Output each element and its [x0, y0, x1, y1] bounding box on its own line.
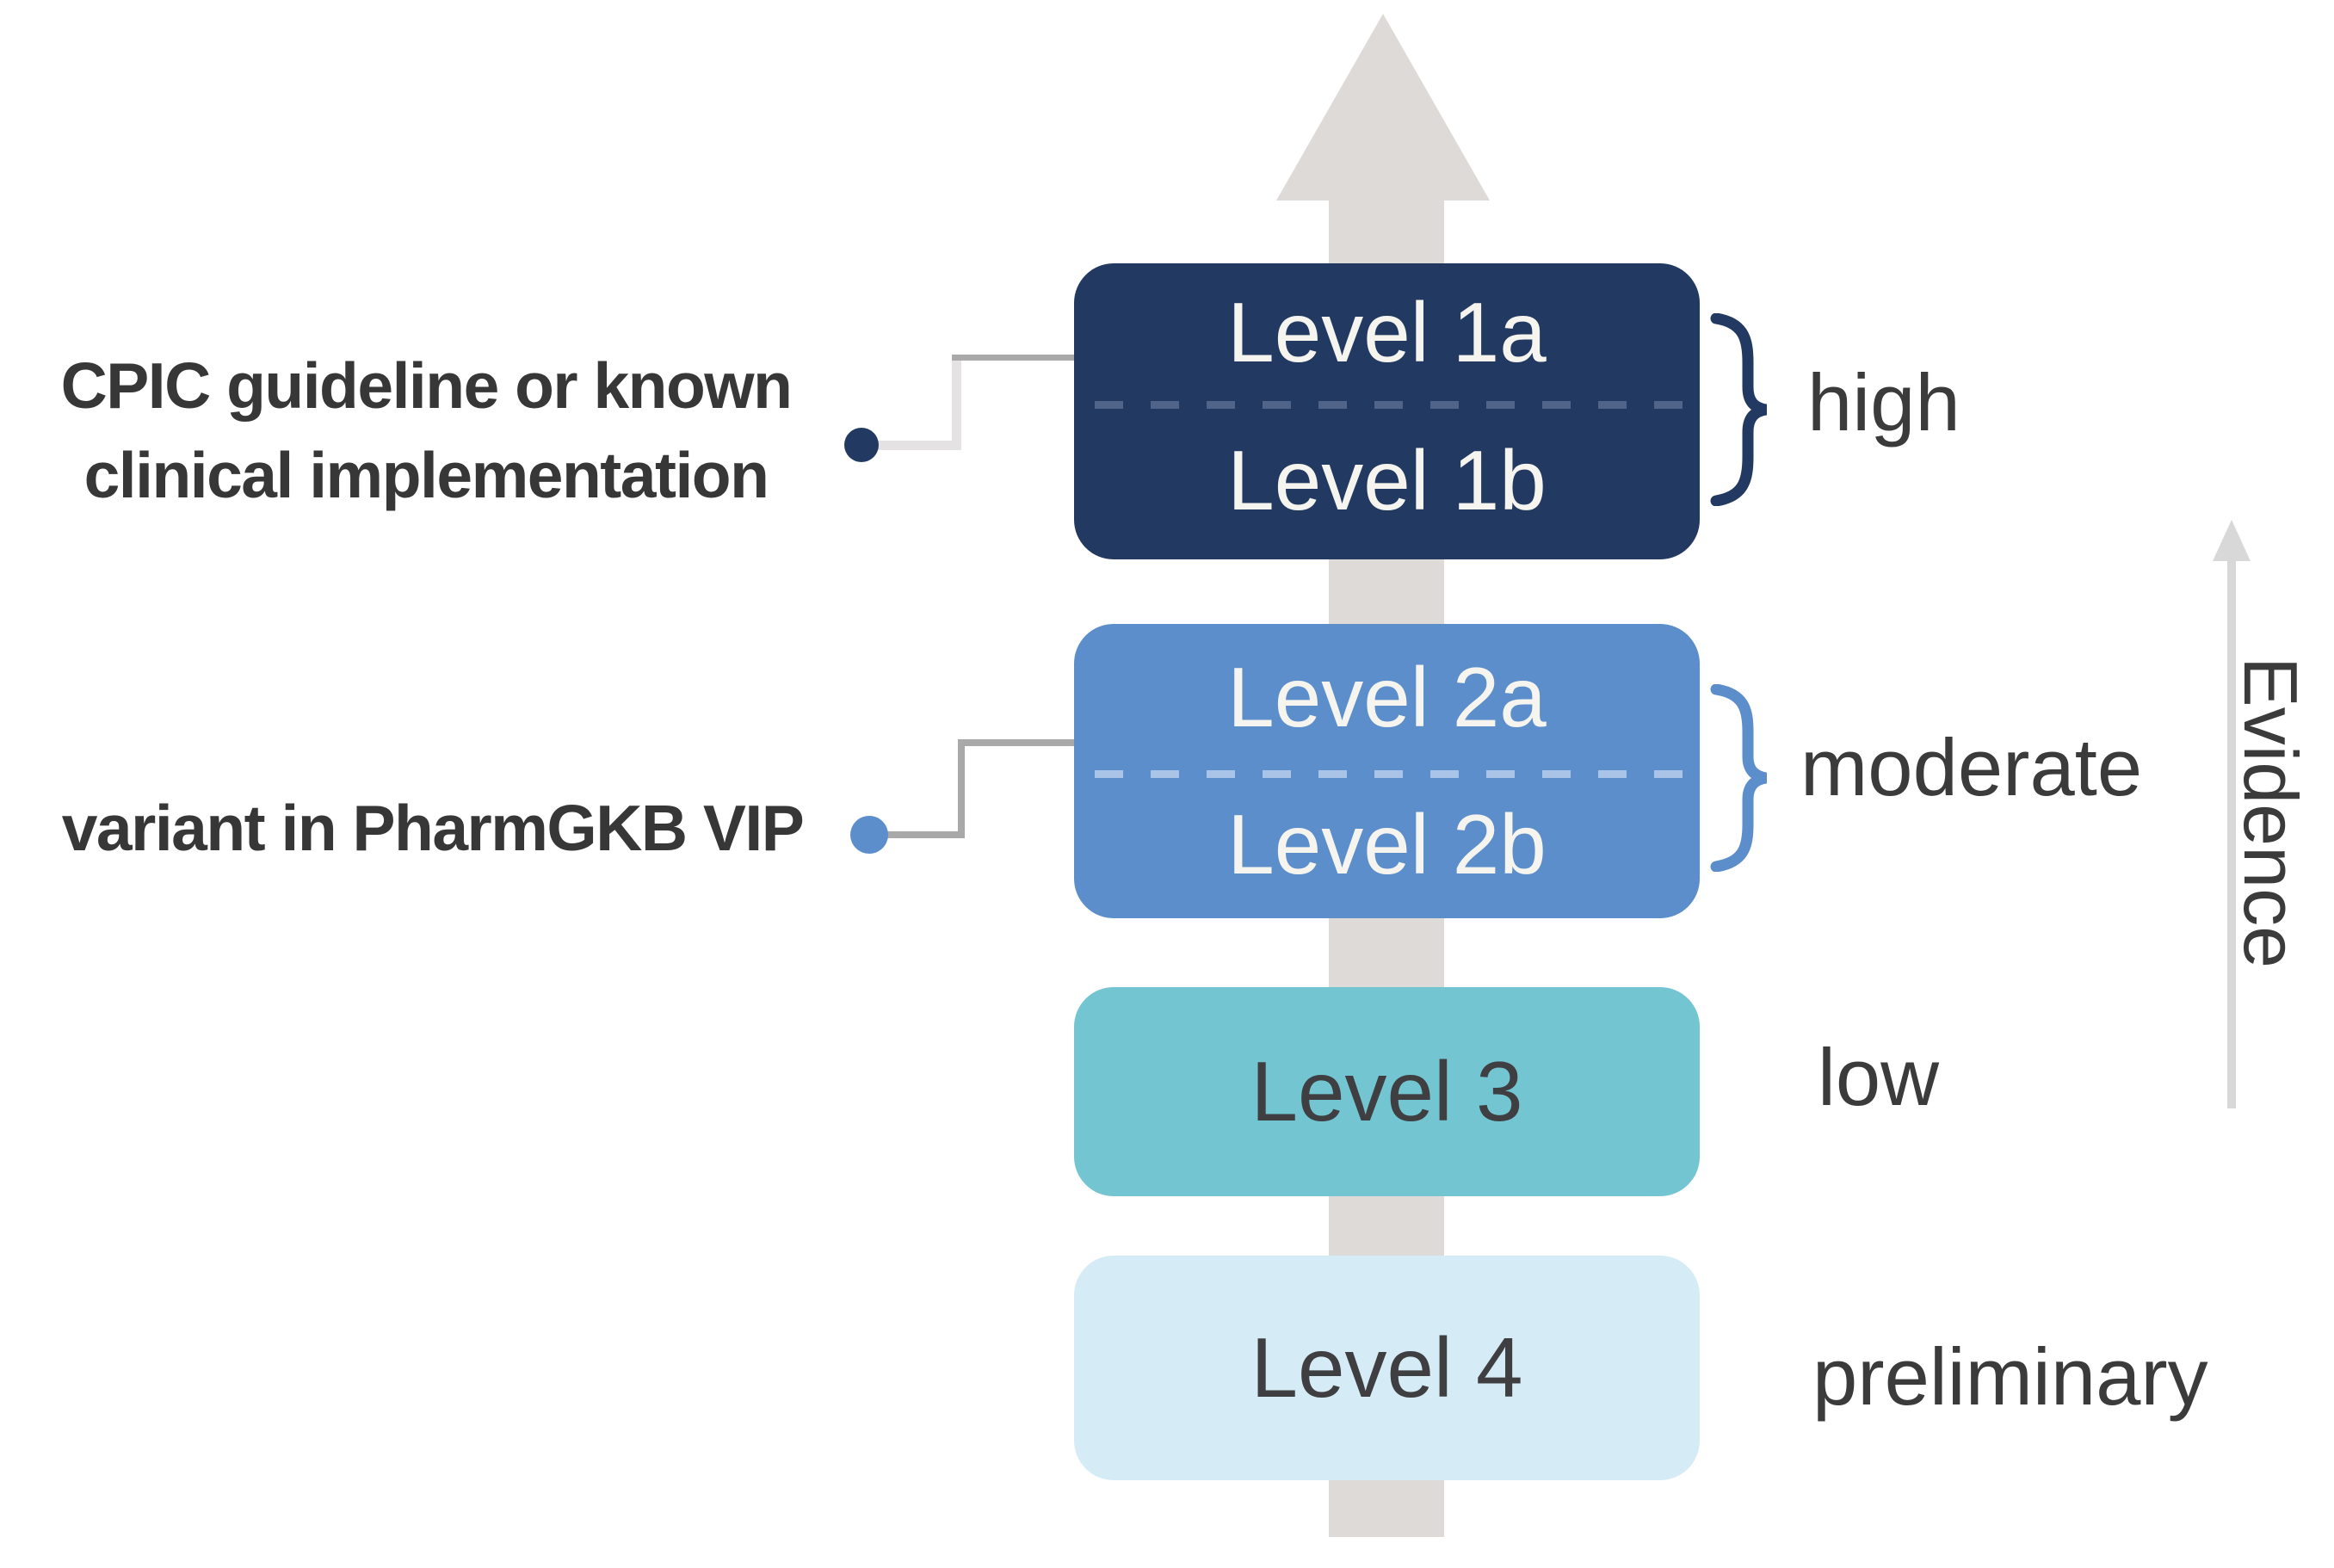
connector-segment: [958, 739, 965, 838]
connector-segment: [861, 441, 960, 450]
qualifier-label-preliminary: preliminary: [1812, 1331, 2208, 1422]
annotation-dot: [844, 428, 879, 462]
level-box-1: Level 1a Level 1b: [1074, 263, 1700, 559]
level-box-3: Level 3: [1074, 987, 1700, 1196]
evidence-axis-line: [2227, 559, 2236, 1108]
dashed-divider: [1095, 401, 1688, 409]
connector-segment: [952, 355, 961, 450]
level-box-4: Level 4: [1074, 1256, 1700, 1480]
main-arrow-up-icon: [1276, 14, 1490, 201]
level-label: Level 1b: [1227, 433, 1547, 528]
brace-icon: [1709, 684, 1780, 872]
connector-segment: [958, 739, 1076, 746]
level-label: Level 2b: [1227, 797, 1547, 892]
qualifier-label-low: low: [1818, 1032, 1940, 1122]
annotation-line: CPIC guideline or known: [60, 349, 793, 422]
qualifier-label-high: high: [1807, 357, 1960, 448]
annotation-line: clinical implementation: [83, 439, 769, 511]
evidence-axis-arrow-up-icon: [2213, 520, 2251, 561]
connector-segment: [952, 355, 1076, 361]
annotation-line: variant in PharmGKB VIP: [61, 792, 805, 864]
level-label: Level 2a: [1227, 650, 1547, 744]
dashed-divider: [1095, 770, 1688, 778]
brace-icon: [1709, 313, 1780, 506]
connector-segment: [869, 831, 964, 838]
level-label: Level 1a: [1227, 285, 1547, 380]
level-label: Level 4: [1250, 1320, 1523, 1415]
annotation-dot: [850, 816, 888, 854]
level-box-2: Level 2a Level 2b: [1074, 624, 1700, 918]
level-label: Level 3: [1250, 1044, 1523, 1139]
qualifier-label-moderate: moderate: [1800, 722, 2143, 812]
evidence-axis-label: Evidence: [2228, 656, 2313, 969]
annotation-vip: variant in PharmGKB VIP: [26, 783, 839, 873]
annotation-cpic: CPIC guideline or known clinical impleme…: [13, 341, 839, 520]
